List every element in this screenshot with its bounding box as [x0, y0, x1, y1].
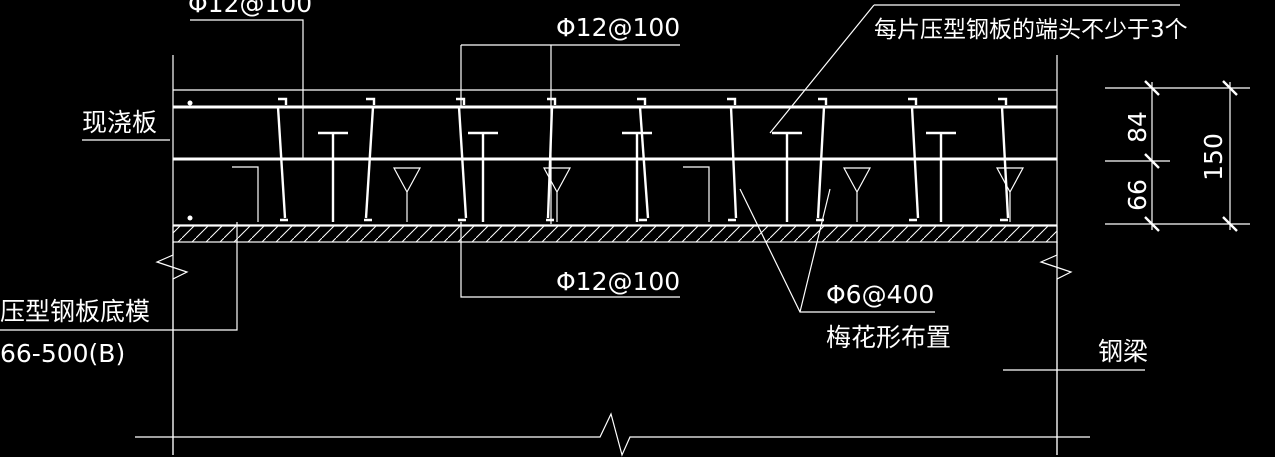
- break-mark-left: [155, 242, 189, 455]
- rebar-dot: [187, 215, 193, 221]
- dim-total-label: 150: [1199, 133, 1228, 181]
- steel-beam-label: 钢梁: [1098, 337, 1148, 366]
- shear-studs: [318, 131, 956, 222]
- weld-marks: [392, 167, 1025, 222]
- slab-outline: [172, 55, 1058, 455]
- stud-note-label: 每片压型钢板的端头不少于3个: [874, 17, 1188, 43]
- break-mark-right: [1039, 242, 1073, 455]
- stud-spec-label: Φ6@400: [826, 280, 934, 309]
- deck-model-label: 66-500(B): [0, 339, 125, 368]
- stud-arrangement-label: 梅花形布置: [826, 323, 951, 352]
- cast-slab-label: 现浇板: [82, 108, 157, 137]
- dim-lower-label: 66: [1123, 179, 1152, 211]
- dim-upper-label: 84: [1123, 111, 1152, 143]
- top-left-rebar-label: Φ12@100: [188, 0, 312, 18]
- tie-bars: [276, 97, 1010, 222]
- bottom-rebar-label: Φ12@100: [556, 267, 680, 296]
- hook-marks: [232, 166, 710, 222]
- rebar-dot: [187, 100, 193, 106]
- top-rebar-label: Φ12@100: [556, 13, 680, 42]
- leader-lines: [0, 4, 1180, 371]
- deck-form-label: 压型钢板底模: [0, 297, 150, 326]
- steel-deck-hatch: [172, 225, 1058, 243]
- dimension-lines: [1105, 80, 1250, 232]
- beam-centerline-break: [135, 412, 1090, 457]
